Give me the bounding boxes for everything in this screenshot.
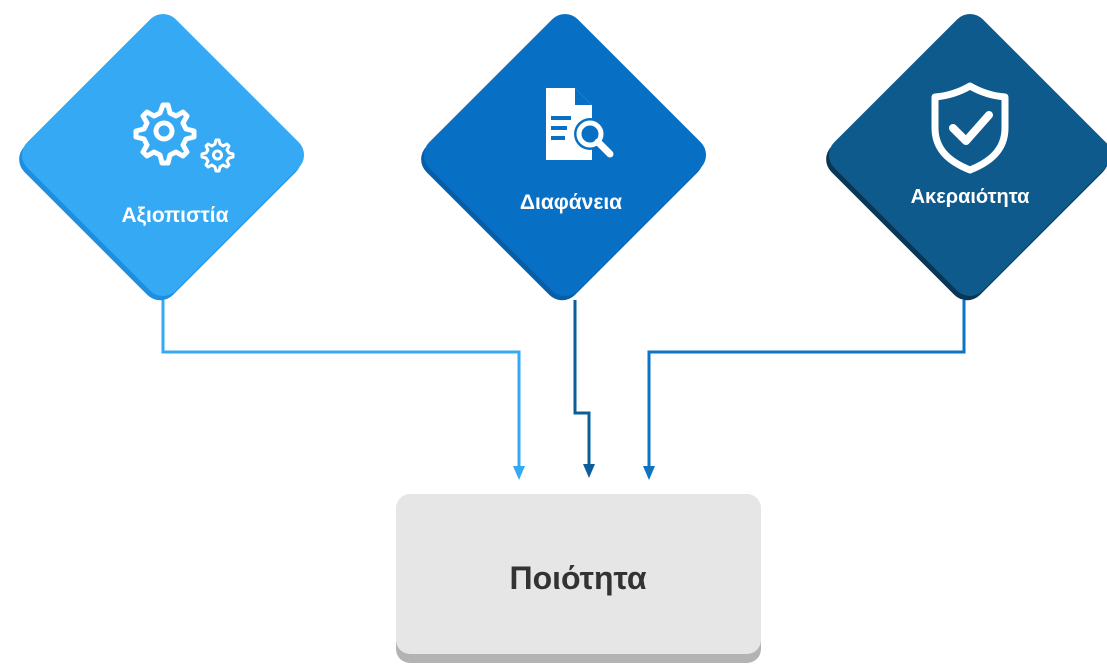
- connector-integrity: [643, 300, 966, 480]
- connector-reliability: [161, 300, 525, 480]
- target-box: [396, 494, 761, 654]
- arrow-head: [643, 466, 655, 480]
- node-transparency: Διαφάνεια: [421, 13, 707, 301]
- node-reliability: Αξιοπιστία: [19, 13, 305, 301]
- document-search-icon: [546, 84, 614, 160]
- label-reliability: Αξιοπιστία: [122, 204, 229, 227]
- connectors: [161, 300, 966, 480]
- arrow-head: [583, 464, 595, 478]
- label-transparency: Διαφάνεια: [520, 191, 622, 214]
- gears-icon: [133, 102, 235, 173]
- arrow-head: [513, 466, 525, 480]
- connector-transparency: [573, 300, 595, 478]
- diamond-shape: [21, 13, 305, 297]
- shield-check-icon: [931, 82, 1009, 174]
- diamond-shape: [828, 13, 1107, 297]
- label-quality: Ποιότητα: [509, 560, 646, 596]
- node-integrity: Ακεραιότητα: [826, 13, 1107, 301]
- label-integrity: Ακεραιότητα: [911, 186, 1030, 208]
- node-quality: Ποιότητα: [396, 494, 761, 663]
